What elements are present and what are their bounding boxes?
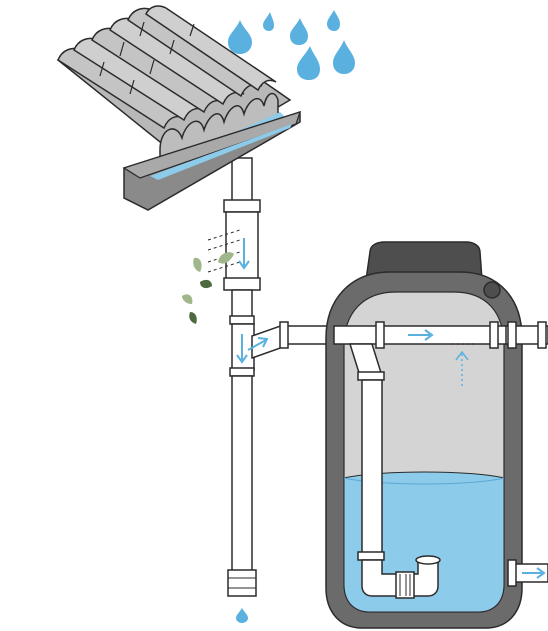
downpipe [232,158,252,204]
tank-top-pipe-joint [490,322,498,348]
overflow-outlet [228,570,256,596]
filter-collar-top [224,200,260,212]
downpipe-bottom [232,376,252,572]
raindrop-icon [333,40,355,74]
overflow-pipe-joint [508,322,516,348]
raindrop-icon [327,10,340,31]
downpipe-joint [230,316,254,324]
overflow-pipe-joint [538,322,546,348]
tank-vent [484,282,500,298]
downpipe-upper [232,158,252,204]
downpipe-mid [232,290,252,318]
downpipe-lower-group [228,290,286,623]
raindrop-icon [290,18,308,45]
storage-tank [326,242,548,628]
calming-inlet-mouth [416,556,440,564]
inlet-drop-joint [358,552,384,560]
inlet-pipe-joint [280,322,288,348]
filter-collar-bottom [224,278,260,290]
leaf-icon [189,312,197,324]
raindrop-icon [228,20,252,54]
raindrop-icon [236,608,248,623]
leaf-icon [193,258,201,272]
outlet-pipe-joint [508,560,516,586]
raindrop-icon [263,12,274,31]
tank-top-pipe-joint [376,322,384,348]
inlet-elbow-joint [358,372,384,380]
raindrop-icon [297,46,320,80]
calming-inlet-collar [396,572,414,598]
filter-body [226,212,258,280]
leaf-icon [182,294,192,304]
downpipe-joint [230,368,254,376]
inlet-drop-pipe [362,380,382,554]
leaf-icon [200,280,212,288]
